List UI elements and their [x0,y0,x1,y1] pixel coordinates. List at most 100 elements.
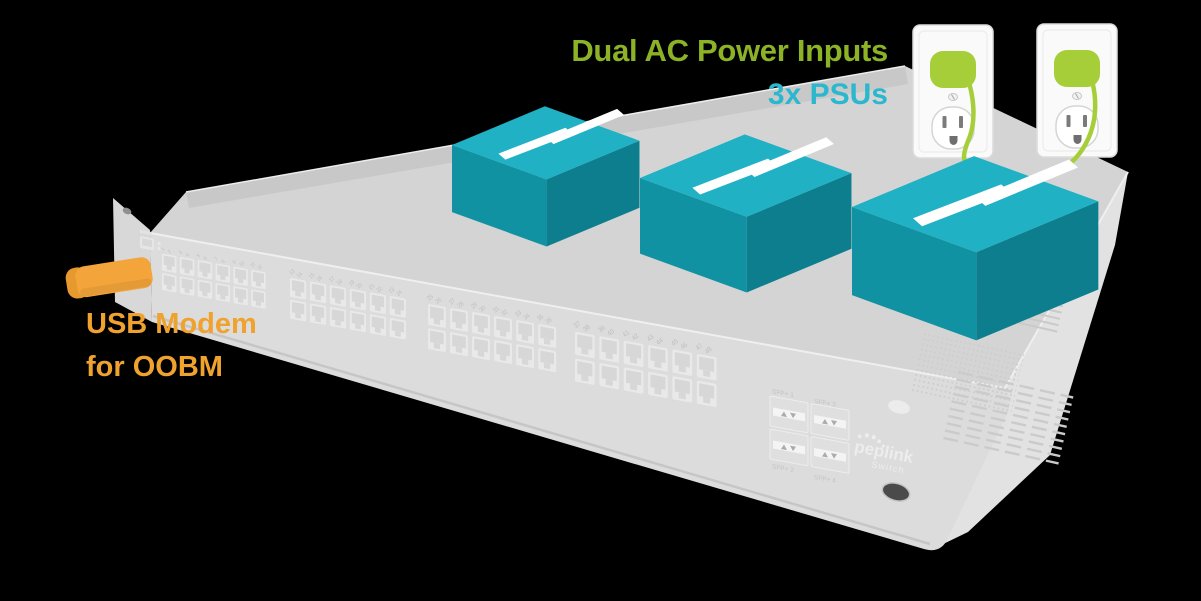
port-number: 21 [368,283,376,291]
outlet-screw-slot [1074,93,1080,99]
outlet-screw-slot [950,94,956,100]
rj45-port-tab [255,281,262,287]
port-number: 42 [631,332,641,342]
rj45-port-inner [518,346,532,361]
sfp-label-2: SFP+ 2 [772,463,794,474]
psu-box [452,106,640,247]
rj45-port-tab [630,383,638,391]
rj45-port-tab [184,268,190,274]
rj45-port-inner [518,322,532,337]
management-port [140,230,161,251]
rj45-port-inner [291,280,305,293]
vent-line [918,358,1019,382]
usb-modem-shade [80,278,152,297]
rj45-port-inner [331,287,345,300]
rj45-port-inner [601,365,617,382]
rj45-port-tab [166,265,172,271]
rj45-port-tab [581,374,589,382]
rj45-port-inner [181,278,193,290]
psu-side-face [546,140,640,247]
rj45-port-tab [355,301,361,308]
rj45-port-inner [217,284,229,297]
power-plug [1054,50,1100,87]
dual-ac-power-label: Dual AC Power Inputs [571,33,888,68]
rj45-port-inner [163,255,175,267]
vent-line [951,400,1067,429]
sfp-arrow-down-icon [831,453,837,459]
rj45-port-tab [605,379,613,387]
rj45-port-inner [601,338,617,355]
wall-outlet [1036,23,1118,176]
rj45-port-tab [455,322,463,329]
lightning-bolt-icon [976,159,1078,206]
rj45-port-inner [496,342,510,357]
outlet-slot [942,116,947,128]
sfp-arrow-down-icon [831,420,837,426]
rj45-port-inner [474,314,488,329]
psu-side-face [746,173,852,293]
logo-dot [881,444,885,448]
outlet-ground-hole [1073,135,1082,144]
port-number: 18 [336,278,344,286]
wall-outlets [912,23,1118,176]
port-number: 31 [492,306,501,315]
vent-line [921,343,1022,367]
side-vent-slots-lower [943,370,1074,465]
logo-dot [864,433,870,438]
psu-group [452,106,1099,341]
port-number: 28 [457,301,466,310]
port-number: 8 [220,258,226,264]
rj45-port-inner [626,343,642,359]
rj45-port-inner [540,326,554,341]
psu-front-face [640,178,747,293]
outlet-slot [1066,115,1071,127]
sfp-label-4: SFP+ 4 [814,474,836,485]
rj45-port-tab [581,347,589,355]
rj45-port-tab [605,352,613,360]
vent-line [957,370,1074,399]
vent-line [952,392,1069,421]
port-number: 11 [249,261,256,268]
rj45-port-inner [650,374,666,390]
port-number: 19 [348,279,356,287]
sfp-block: SFP+ 1 SFP+ 3 SFP+ 2 SFP+ 4 [769,388,850,485]
rj45-port-inner [391,319,405,333]
port-number: 14 [296,271,304,279]
port-number: 4 [185,252,191,258]
rj45-port-tab [678,392,686,400]
rj45-port-tab [544,338,551,345]
usb-modem-label-line2: for OOBM [86,351,223,383]
sfp-arrow-up-icon [781,444,787,451]
chassis-front-face [150,233,1010,551]
vent-line [915,373,1016,397]
port-number: 23 [388,286,396,294]
status-led [157,241,161,246]
rj45-port-inner [674,352,690,368]
chassis-bottom-lip [152,314,931,546]
sfp-arrow-up-icon [822,418,828,425]
logo-dot [871,434,876,440]
rj45-port-inner [199,281,211,293]
outlet-plate-bevel [918,30,988,153]
port-number: 1 [160,246,166,252]
lightning-bolt-icon [746,137,834,178]
psu-box [852,156,1099,341]
rj45-port-tab [455,346,463,354]
rj45-port-tab [499,354,507,362]
port-number: 15 [308,272,316,280]
vent-line [916,368,1017,392]
rj45-port-inner [351,290,365,304]
usb-modem-label-line1: USB Modem [86,308,257,340]
psu-box [640,134,852,293]
port-number: 24 [395,289,403,297]
usb-modem [65,257,153,299]
rj45-port-tab [521,334,529,341]
rj45-port-tab [499,330,507,337]
rj45-port-tab [238,278,244,284]
rj45-port-inner [331,309,345,322]
vent-line [956,378,1072,407]
vent-line [920,348,1021,372]
